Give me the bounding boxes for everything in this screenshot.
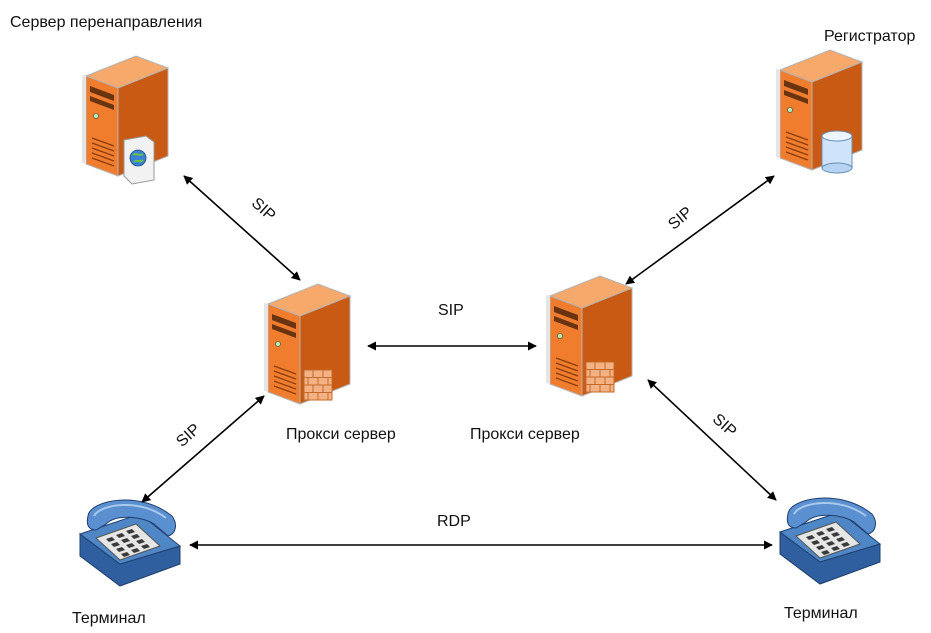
registrar-server-icon	[775, 49, 863, 174]
proxy-server-right-icon	[545, 275, 633, 397]
edge-redirect-to-proxy	[183, 175, 301, 281]
edge-registrar-to-proxy	[625, 175, 775, 285]
registrar-label: Регистратор	[824, 28, 916, 45]
edge-terminal-to-proxy-left	[141, 395, 265, 503]
terminal-right-label: Терминал	[784, 605, 858, 622]
proxy-server-left-icon	[263, 283, 351, 405]
terminal-left-label: Терминал	[72, 610, 146, 627]
edge-label-proxy-to-proxy: SIP	[438, 302, 464, 319]
redirect-server-label: Сервер перенаправления	[10, 14, 203, 31]
redirect-server-icon	[81, 55, 169, 185]
proxy-left-label: Прокси сервер	[286, 426, 396, 443]
proxy-right-label: Прокси сервер	[470, 426, 580, 443]
terminal-right-icon	[779, 497, 881, 585]
edge-label-terminal-to-terminal: RDP	[437, 513, 471, 530]
terminal-left-icon	[79, 499, 181, 587]
edge-proxy-to-terminal-right	[647, 379, 777, 501]
